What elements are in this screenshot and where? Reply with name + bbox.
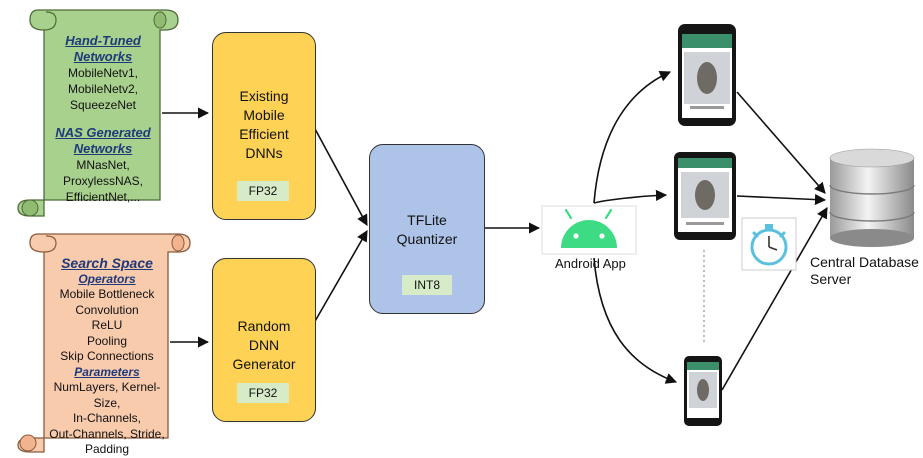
list-item: ReLU [91, 318, 123, 332]
list-item: SqueezeNet [69, 98, 137, 112]
card-line: DNN [248, 337, 280, 353]
heading-search-space: Search Space [61, 255, 153, 271]
android-icon [541, 205, 637, 255]
smartphone-icon [678, 24, 736, 126]
list-item: Pooling [86, 333, 128, 348]
badge-int8: INT8 [402, 275, 452, 295]
arrow-random-to-quantizer [313, 230, 368, 324]
stopwatch-icon [741, 217, 797, 271]
heading-operators: Operators [78, 271, 136, 286]
card-existing-title: Existing Mobile Efficient DNNs [213, 87, 315, 163]
card-line: Quantizer [396, 231, 458, 247]
card-random-title: Random DNN Generator [213, 317, 315, 374]
database-label-line: Central Database [810, 254, 919, 270]
arrow-tablet-to-db [736, 193, 827, 206]
heading-hand-tuned: Hand-Tuned [65, 33, 141, 48]
list-item: Padding [84, 442, 130, 456]
card-line: Generator [232, 356, 296, 372]
arrow-phone2-to-db [721, 207, 828, 391]
smartphone-icon [684, 356, 722, 426]
list-item: Skip Connections [60, 349, 154, 363]
card-line: Random [237, 318, 291, 334]
list-item: Mobile Bottleneck [59, 287, 155, 301]
card-quantizer-title: TFLite Quantizer [370, 211, 484, 249]
database-label-line: Server [810, 271, 852, 287]
heading-nas-generated-2: Networks [73, 141, 133, 156]
card-existing-dnns: Existing Mobile Efficient DNNs FP32 [212, 32, 316, 220]
heading-parameters: Parameters [74, 364, 140, 379]
scroll-search-space-text: Search Space Operators Mobile Bottleneck… [44, 255, 170, 458]
arrow-existing-to-quantizer [313, 126, 368, 226]
arrow-phone1-to-db [736, 91, 826, 194]
card-tflite-quantizer: TFLite Quantizer INT8 [369, 144, 485, 314]
badge-fp32: FP32 [237, 181, 289, 201]
list-item: In-Channels, [72, 411, 142, 425]
list-item: Out-Channels, Stride, [49, 426, 165, 441]
list-item: MobileNetv2, [67, 82, 139, 96]
card-line: DNNs [245, 145, 283, 161]
scroll-hand-tuned-text: Hand-Tuned Networks MobileNetv1, MobileN… [46, 33, 160, 205]
card-line: TFLite [407, 212, 447, 228]
list-item: MobileNetv1, [67, 66, 139, 80]
card-line: Efficient [239, 126, 289, 142]
list-item: Convolution [75, 302, 139, 317]
database-label: Central Database Server [810, 254, 919, 288]
list-item: ProxylessNAS, [62, 174, 144, 188]
heading-nas-generated: NAS Generated [55, 125, 151, 140]
heading-hand-tuned-2: Networks [73, 49, 133, 64]
list-item: MNasNet, [76, 158, 130, 172]
badge-fp32: FP32 [237, 383, 289, 403]
arrow-android-to-tablet [593, 189, 668, 204]
arrow-android-to-phone1 [593, 71, 672, 204]
tablet-icon [674, 152, 736, 240]
arrow-android-to-phone2 [593, 257, 678, 384]
card-line: Existing [239, 88, 289, 104]
database-icon [829, 148, 915, 247]
scroll-hand-tuned-nas [17, 9, 179, 217]
list-item: NumLayers, Kernel-Size, [53, 380, 161, 410]
scroll-search-space [17, 233, 191, 453]
list-item: EfficientNet,... [65, 190, 141, 204]
card-random-dnn-generator: Random DNN Generator FP32 [212, 258, 316, 422]
card-line: Mobile [243, 107, 285, 123]
android-app-label: Android App [555, 256, 626, 271]
